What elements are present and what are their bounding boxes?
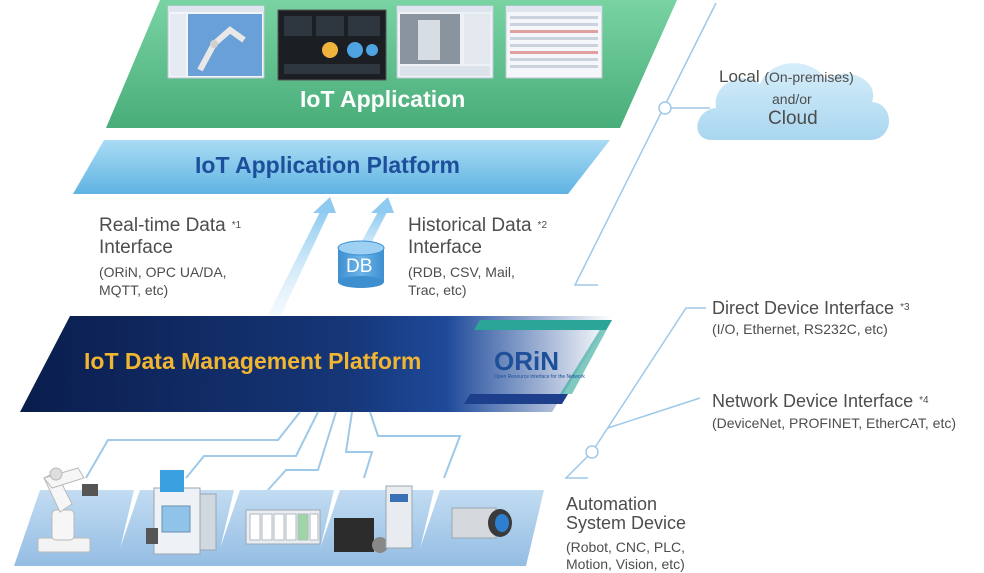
camera-monitor-screen [396,5,494,79]
realtime-note: *1 [231,220,242,231]
historical-note: *2 [537,220,547,231]
historical-interface-detail1: (RDB, CSV, Mail, [408,264,515,280]
svg-text:ORiN: ORiN [494,346,559,376]
orin-stripe-navy [464,394,568,404]
cloud-line1: Local (On-premises) [719,67,854,87]
database-icon [337,240,385,288]
cloud-onprem-label: (On-premises) [764,69,854,85]
automation-title-line1: Automation [566,494,658,514]
realtime-interface-detail2: MQTT, etc) [99,282,169,298]
iot-application-platform-band [73,140,610,194]
orin-logo-caption: Open Resource interface for the Network [494,374,585,380]
cloud-local-label: Local [719,67,760,86]
device-feed-lines [85,411,462,491]
cloud-shape [697,63,890,140]
robot-arm-icon [37,467,98,553]
direct-interface-title: Direct Device Interface *3 [712,297,910,319]
historical-interface-detail2: Trac, etc) [408,282,467,298]
dashboard-screen [277,9,387,81]
direct-interface-detail: (I/O, Ethernet, RS232C, etc) [712,321,888,337]
realtime-interface-detail1: (ORiN, OPC UA/DA, [99,264,227,280]
realtime-interface-title-line2: Interface [99,237,173,258]
vision-camera-icon [451,507,512,539]
network-interface-detail: (DeviceNet, PROFINET, EtherCAT, etc) [712,415,957,431]
database-label: DB [346,256,373,277]
cloud-connector-node [658,101,672,115]
historical-interface-title-line2: Interface [408,237,482,258]
historical-interface-title: Historical Data *2 [408,215,547,237]
cloud-line3: Cloud [768,108,818,129]
realtime-arrow [268,197,336,315]
automation-detail1: (Robot, CNC, PLC, [566,539,686,555]
historical-title-line1: Historical Data [408,215,532,236]
network-note: *4 [919,395,929,406]
automation-detail2: Motion, Vision, etc) [566,556,685,572]
cnc-machine-icon [146,470,217,555]
servo-motion-icon [334,485,413,553]
cloud-line2: and/or [772,91,812,107]
realtime-title-line1: Real-time Data [99,215,226,236]
iot-application-platform-title: IoT Application Platform [195,152,460,178]
orin-logo: ORiN [494,346,559,376]
data-table-screen [505,5,603,79]
cloud-connector-line [573,2,717,286]
network-interface-title: Network Device Interface *4 [712,390,929,412]
plc-rack-icon [245,509,321,545]
realtime-interface-title: Real-time Data *1 [99,215,241,237]
direct-note: *3 [900,302,910,313]
robot-simulation-screen [167,5,265,79]
network-title-text: Network Device Interface [712,391,914,411]
orin-stripe-teal-bottom [560,320,612,394]
automation-title-line2: System Device [566,513,687,533]
orin-stripe-teal [474,320,612,330]
iot-data-management-band [20,316,612,412]
iot-data-management-title: IoT Data Management Platform [84,348,422,374]
iot-application-title: IoT Application [300,86,466,112]
direct-title-text: Direct Device Interface [712,298,895,318]
device-connector-node [585,445,599,459]
